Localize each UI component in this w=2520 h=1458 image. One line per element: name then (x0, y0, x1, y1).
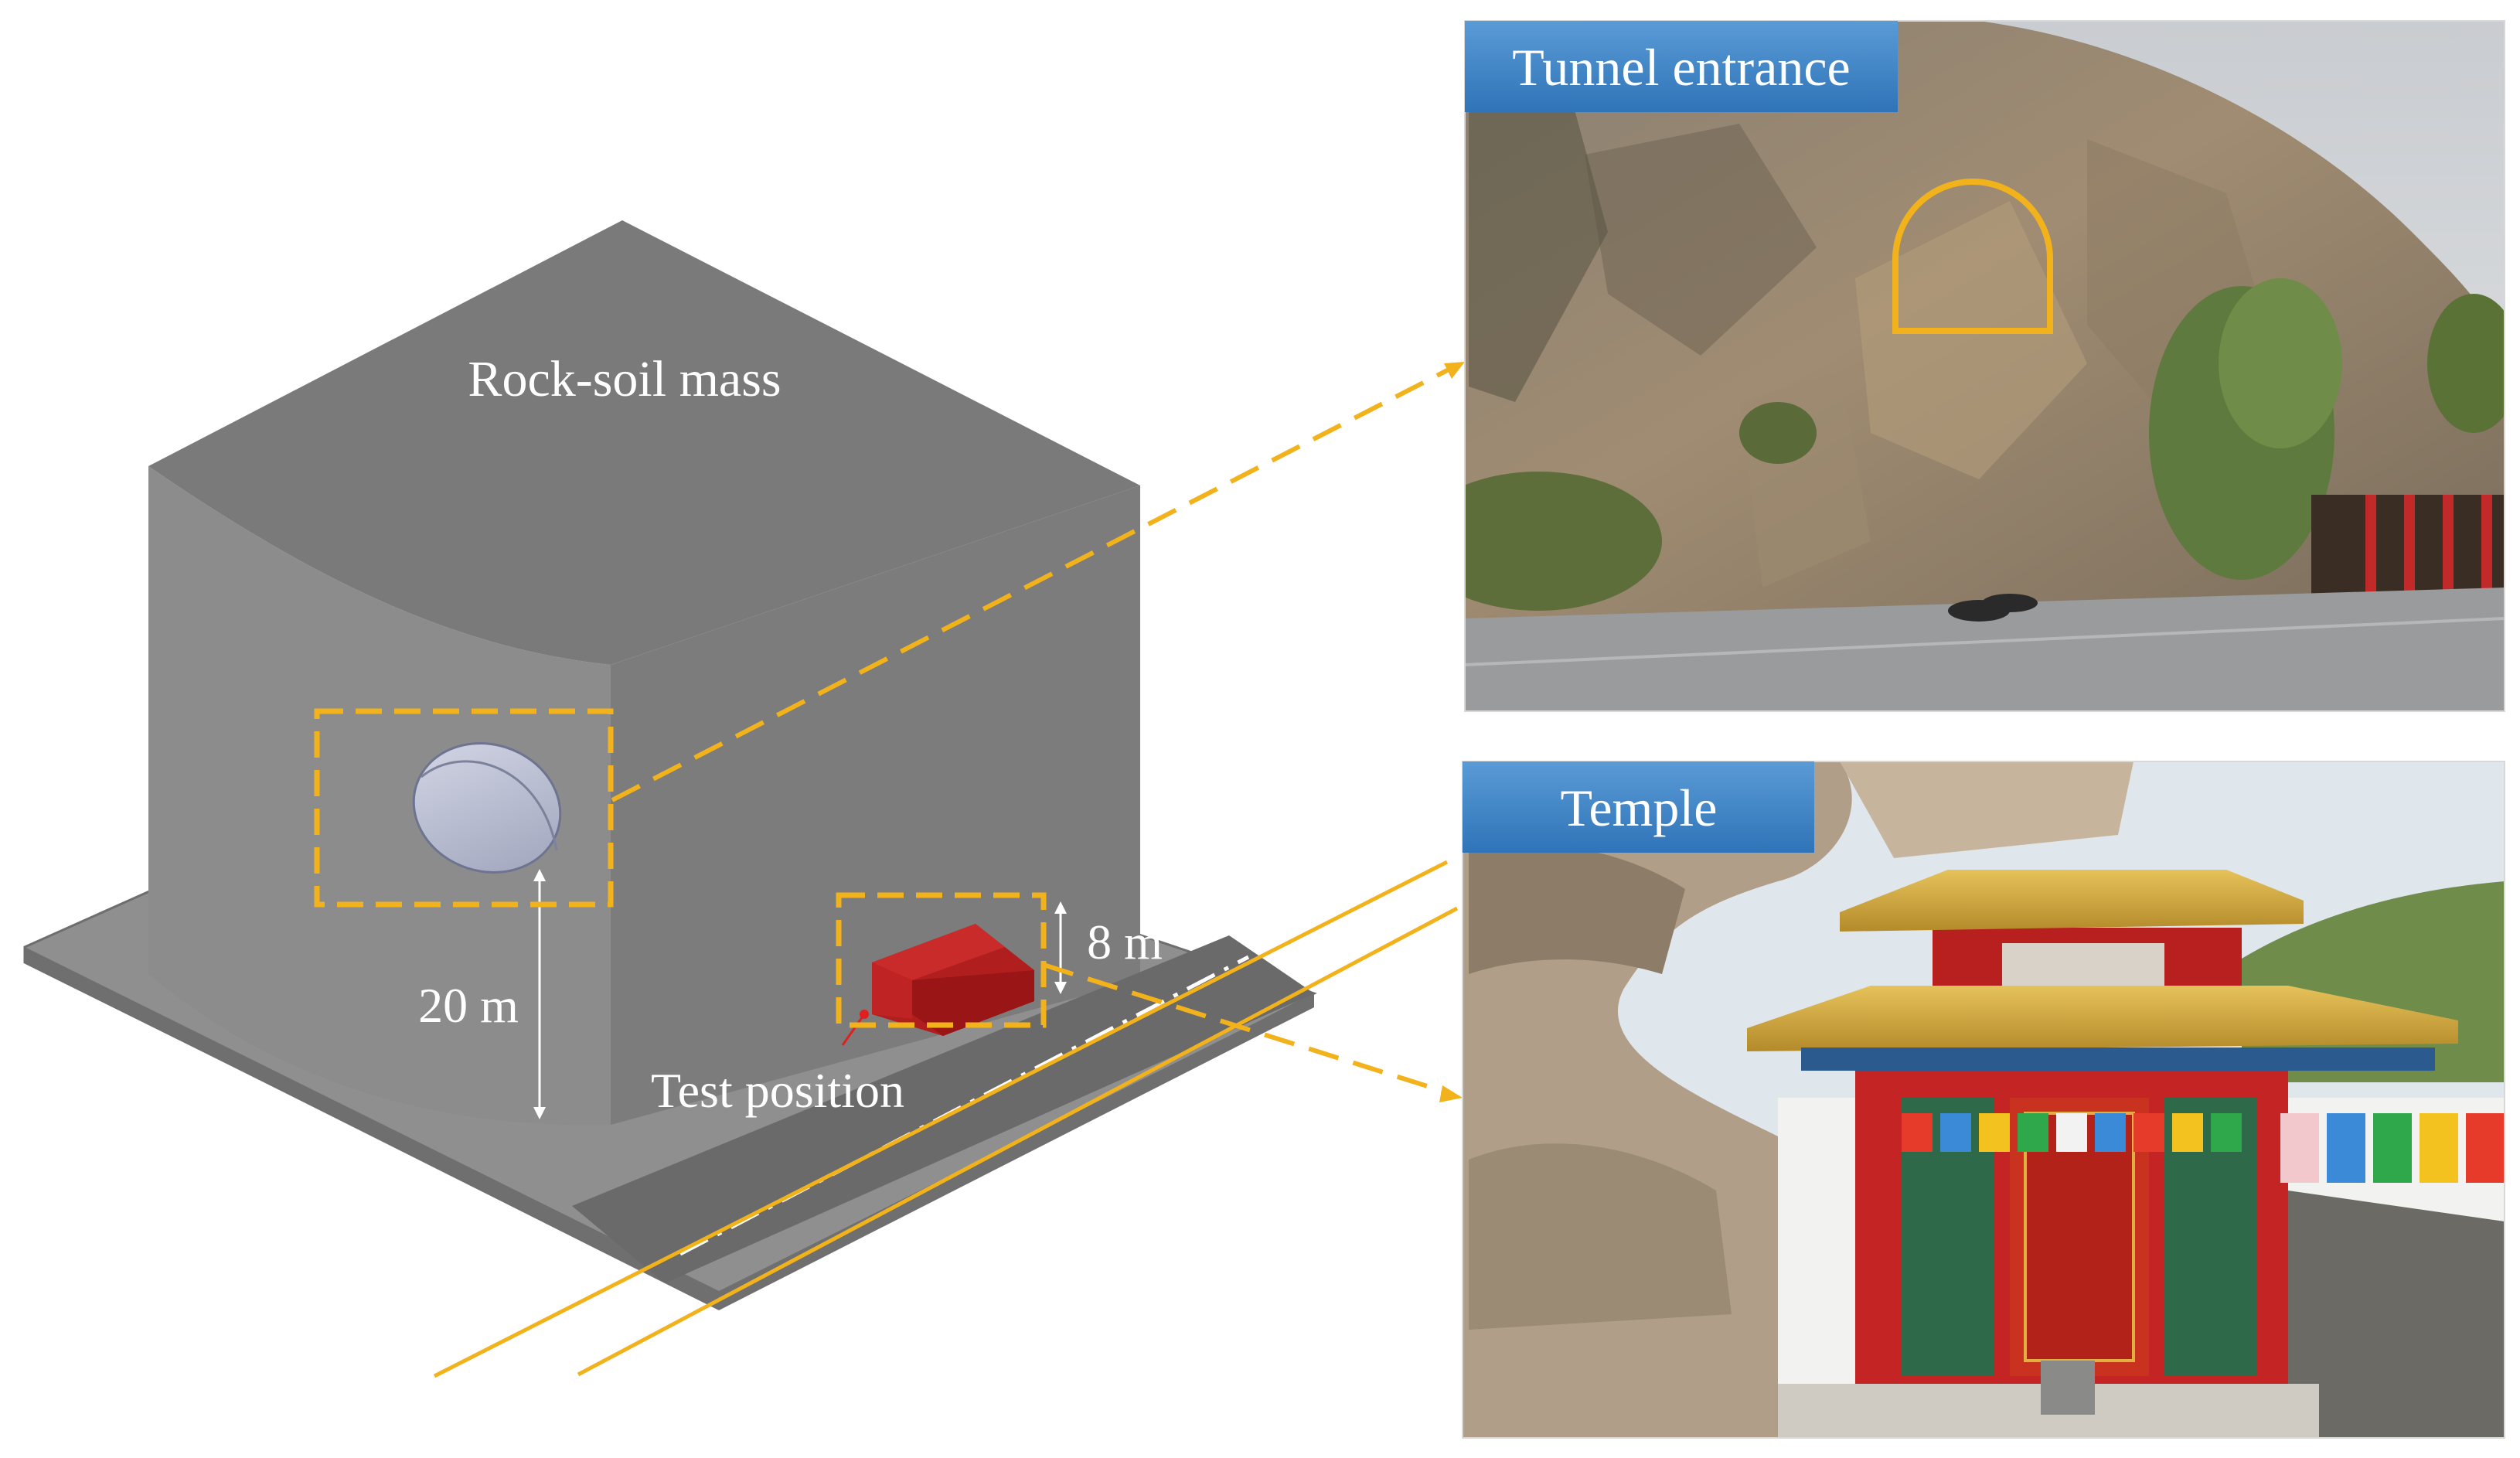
temple-photo-title: Temple (1561, 778, 1718, 837)
temple-height-label: 8 m (1087, 915, 1163, 969)
tunnel-photo-title: Tunnel entrance (1512, 38, 1850, 97)
tunnel-height-label: 20 m (418, 978, 519, 1033)
test-position-label: Test position (651, 1063, 904, 1118)
temple-photo (1463, 761, 2505, 1438)
rock-soil-mass-label: Rock-soil mass (468, 351, 781, 407)
tunnel-entrance-photo (1415, 21, 2520, 711)
